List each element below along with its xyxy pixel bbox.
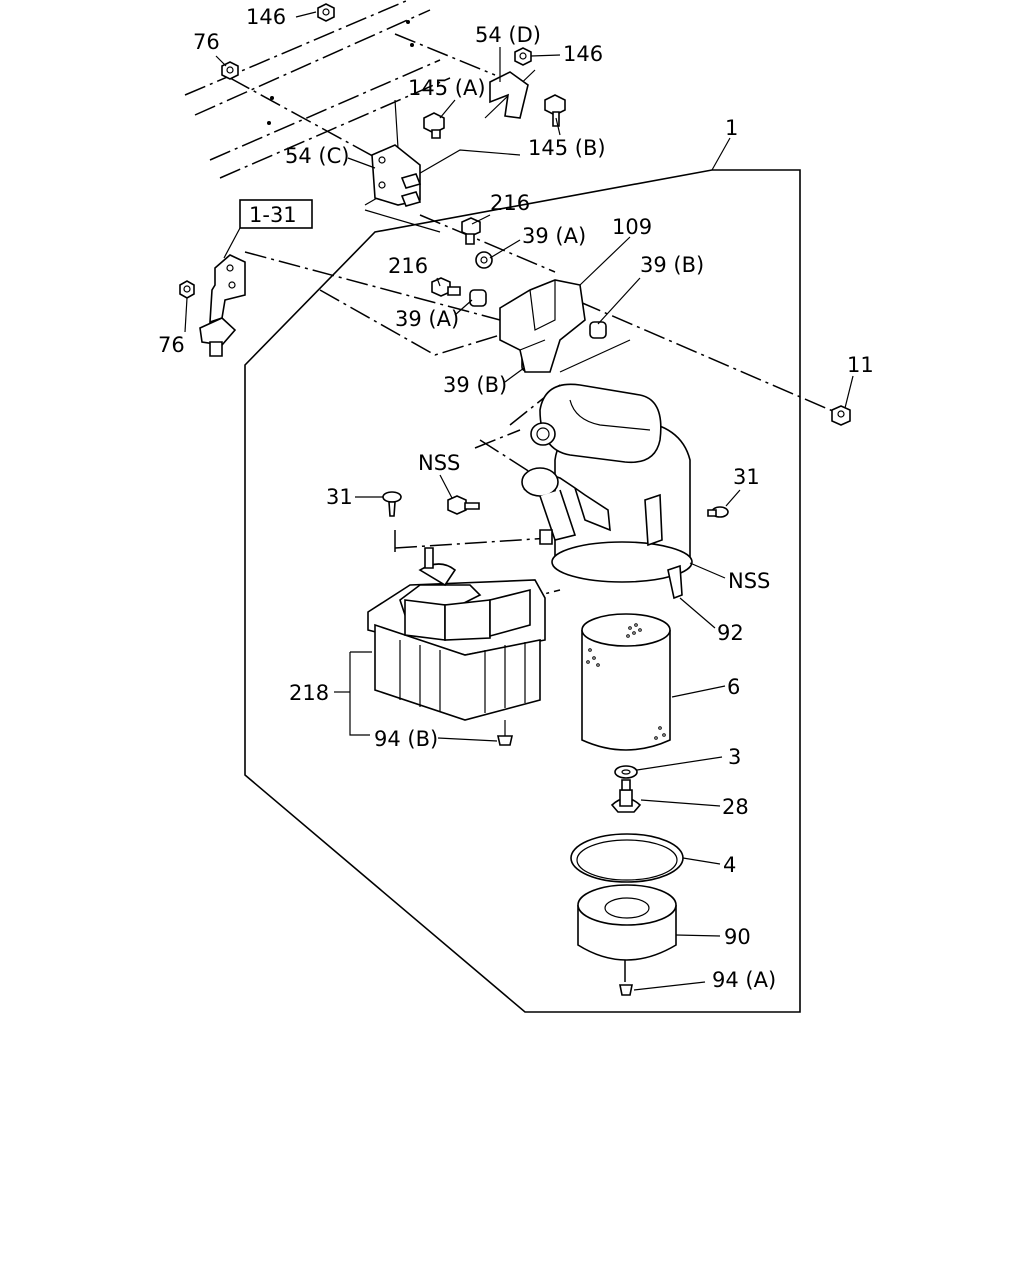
bolt-11	[831, 405, 851, 426]
callout-3: 3	[728, 745, 741, 769]
callout-218: 218	[289, 681, 329, 705]
callout-216-upper: 216	[490, 191, 530, 215]
callout-145a: 145 (A)	[408, 76, 486, 100]
callout-54c: 54 (C)	[285, 144, 349, 168]
hardware	[179, 3, 851, 518]
callout-94a: 94 (A)	[712, 968, 776, 992]
callout-leaders	[184, 11, 854, 991]
gasket-4	[570, 833, 684, 883]
callout-76-top: 76	[193, 30, 220, 54]
callout-109: 109	[612, 215, 652, 239]
callout-145b: 145 (B)	[528, 136, 606, 160]
callout-92: 92	[717, 621, 744, 645]
assembly-boundary	[244, 169, 801, 1013]
callout-31-left: 31	[326, 485, 353, 509]
nut-146a	[317, 3, 335, 22]
callout-90: 90	[724, 925, 751, 949]
callout-216-lower: 216	[388, 254, 428, 278]
screw-31a	[382, 491, 402, 517]
valve-94a	[619, 984, 633, 996]
precleaner-cover-218	[367, 547, 546, 721]
reference-box-1-31	[239, 199, 313, 229]
bolt-145a	[423, 112, 445, 139]
callout-nss-lower: NSS	[728, 569, 770, 593]
nut-76b	[179, 280, 195, 299]
callout-54d: 54 (D)	[475, 23, 541, 47]
callout-nss-upper: NSS	[418, 451, 460, 475]
callout-39a-lower: 39 (A)	[395, 307, 459, 331]
callout-28: 28	[722, 795, 749, 819]
callout-146-right: 146	[563, 42, 603, 66]
callout-39b-lower: 39 (B)	[443, 373, 507, 397]
washer-3	[614, 765, 638, 779]
leader-lines	[229, 33, 836, 985]
filter-element-6	[581, 613, 671, 751]
bushing-39b1	[589, 321, 607, 339]
bracket-54d	[489, 71, 529, 119]
nut-76a	[221, 61, 239, 80]
frame-rail	[184, 0, 451, 179]
nut-146b	[514, 47, 532, 66]
callout-1: 1	[725, 116, 738, 140]
air-cleaner-body	[521, 383, 693, 600]
bolt-216b	[431, 277, 461, 297]
bolt-nss1	[447, 495, 480, 515]
bushing-39a2	[469, 289, 487, 307]
dust-cup-90	[577, 884, 677, 961]
callout-11: 11	[847, 353, 874, 377]
callout-39b-right: 39 (B)	[640, 253, 704, 277]
wing-nut-28	[610, 779, 642, 813]
valve-94b	[497, 720, 513, 746]
callout-labels: 146 76 54 (D) 146 145 (A) 145 (B) 54 (C)…	[158, 5, 874, 992]
screw-31b	[707, 506, 729, 518]
callout-1-31: 1-31	[249, 203, 297, 227]
callout-146-top: 146	[246, 5, 286, 29]
callout-94b: 94 (B)	[374, 727, 438, 751]
callout-4: 4	[723, 853, 736, 877]
bracket-1-31	[209, 254, 246, 324]
bushing-39a1	[475, 251, 493, 269]
callout-76-lower: 76	[158, 333, 185, 357]
callout-6: 6	[727, 675, 740, 699]
callout-31-right: 31	[733, 465, 760, 489]
bolt-145b	[544, 94, 566, 127]
callout-39a-upper: 39 (A)	[522, 224, 586, 248]
